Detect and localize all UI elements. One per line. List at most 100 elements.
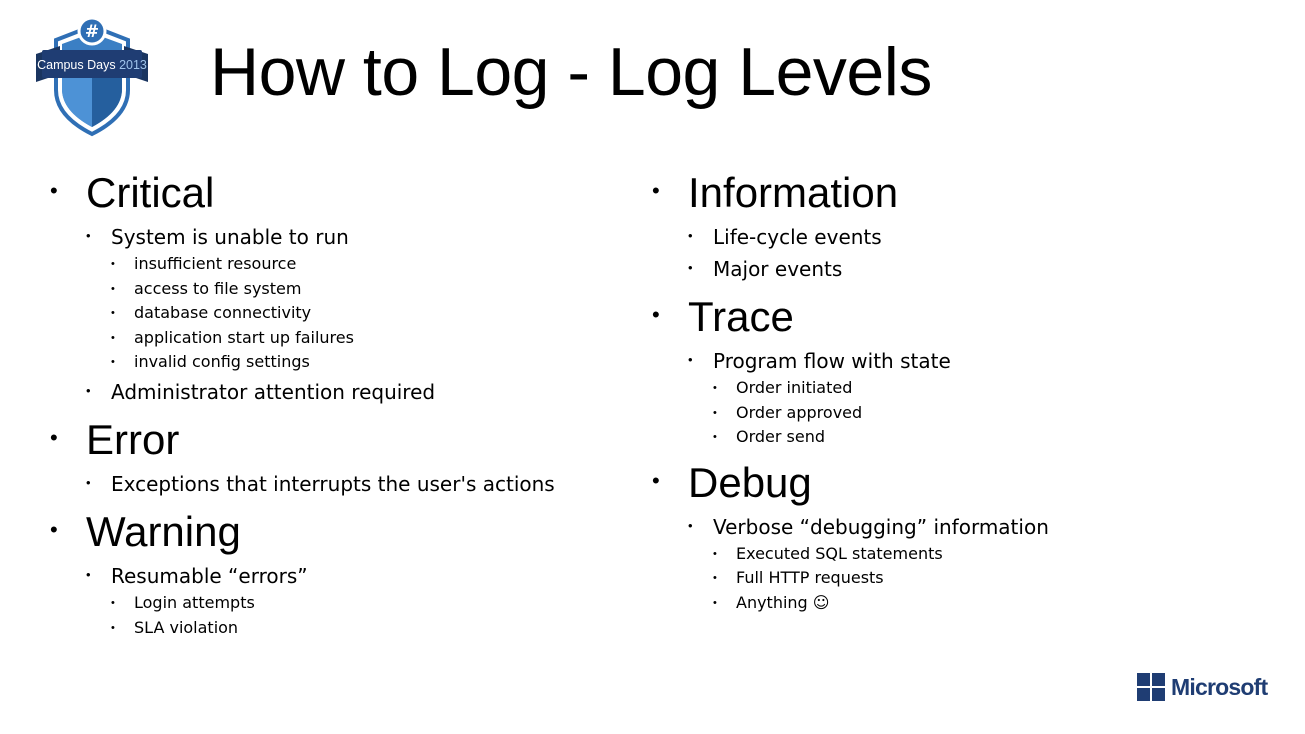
example-item: • application start up failures [111,326,630,351]
microsoft-wordmark: Microsoft [1171,673,1268,700]
bullet-marker: • [652,178,660,203]
level-heading: Debug [688,458,812,506]
level-heading: Warning [86,507,241,555]
microsoft-logo: Microsoft [1137,671,1268,703]
example-item-text: invalid config settings [134,352,310,372]
right-column: • Information • Life-cycle events • Major eve… [652,166,1252,618]
level-heading: Error [86,415,180,463]
example-item: • Full HTTP requests [713,566,1252,591]
detail-item-text: Major events [713,257,843,281]
example-item-text: Order initiated [736,378,853,397]
example-list: • Order initiated • Order approved • Order se… [713,376,1252,450]
level-item-critical: • Critical • System is unable to run • insuff… [50,166,630,407]
logo-event-name: Campus Days [37,58,116,72]
example-item: • Order approved [713,401,1252,426]
bullet-marker: • [86,382,91,398]
example-item: • Executed SQL statements [713,542,1252,567]
detail-item: • Life-cycle events [688,222,1252,252]
level-detail-list: • Life-cycle events • Major events [688,222,1252,284]
bullet-marker: • [688,517,693,533]
example-item-text: database connectivity [134,303,312,323]
example-item-text: Login attempts [134,592,255,612]
example-item-text: Anything ☺ [736,592,830,612]
bullet-marker: • [50,178,58,203]
example-item: • Order initiated [713,376,1252,401]
bullet-marker: • [688,260,693,275]
example-list: • Login attempts • SLA violation [111,591,630,640]
example-item-text: insufficient resource [134,254,297,273]
level-item-error: • Error • Exceptions that interrupts the us… [50,413,630,499]
bullet-marker: • [50,424,58,450]
example-item-text: Order approved [736,402,863,422]
detail-item-text: Administrator attention required [111,379,436,404]
bullet-marker: • [86,474,91,490]
bullet-marker: • [688,352,693,367]
bullet-marker: • [713,596,717,609]
bullet-marker: • [713,431,717,444]
campus-days-shield-icon: # Campus Days 2013 [36,16,148,137]
detail-item-text: Life-cycle events [713,225,882,249]
example-list: • insufficient resource • access to file sy… [111,252,630,375]
level-heading: Information [688,169,899,216]
detail-item: • Verbose “debugging” information • Execute… [688,512,1252,616]
example-item: • Anything ☺ [713,591,1252,616]
detail-item: • System is unable to run • insufficient re… [86,222,630,375]
detail-item-text: Program flow with state [713,349,951,373]
level-detail-list: • Exceptions that interrupts the user's a… [86,469,630,499]
detail-item: • Program flow with state • Order initiated… [688,346,1252,450]
example-item-text: access to file system [134,278,302,298]
level-heading: Critical [86,169,215,216]
bullet-marker: • [111,258,115,270]
campus-days-logo: # Campus Days 2013 [30,16,154,138]
bullet-marker: • [86,566,91,582]
bullet-marker: • [652,467,660,493]
detail-item: • Exceptions that interrupts the user's a… [86,469,630,499]
left-column: • Critical • System is unable to run • insuff… [50,166,630,642]
microsoft-windows-icon [1137,673,1165,701]
level-heading: Trace [688,293,794,340]
example-item: • invalid config settings [111,350,630,375]
detail-item: • Resumable “errors” • Login attempts • SLA v… [86,561,630,640]
detail-item-text: Resumable “errors” [111,563,308,588]
bullet-marker: • [111,596,115,609]
level-item-warning: • Warning • Resumable “errors” • Login attemp… [50,505,630,640]
bullet-marker: • [713,382,717,394]
example-list: • Executed SQL statements • Full HTTP reque… [713,542,1252,616]
example-item: • Order send [713,425,1252,450]
bullet-marker: • [713,572,717,585]
logo-hash-text: # [85,22,99,42]
bullet-marker: • [50,516,58,542]
level-detail-list: • System is unable to run • insufficient re… [86,222,630,407]
bullet-marker: • [111,282,115,295]
detail-item: • Major events [688,254,1252,284]
example-item-text: SLA violation [134,617,239,637]
level-item-trace: • Trace • Program flow with state • Order ini… [652,290,1252,450]
example-item-text: application start up failures [134,327,354,347]
detail-item-text: System is unable to run [111,225,349,249]
example-item: • Login attempts [111,591,630,616]
bullet-marker: • [688,228,693,243]
detail-item-text: Exceptions that interrupts the user's ac… [111,471,555,496]
bullet-marker: • [713,406,717,419]
level-detail-list: • Verbose “debugging” information • Execute… [688,512,1252,616]
example-item-text: Executed SQL statements [736,543,943,563]
level-item-information: • Information • Life-cycle events • Major eve… [652,166,1252,284]
example-item: • insufficient resource [111,252,630,277]
logo-event-year: 2013 [119,58,147,72]
bullet-marker: • [86,228,91,243]
bullet-marker: • [111,307,115,320]
example-item-text: Order send [736,427,826,447]
slide-title: How to Log - Log Levels [210,34,932,110]
bullet-marker: • [652,302,660,327]
bullet-marker: • [111,356,115,369]
bullet-marker: • [111,331,115,344]
level-item-debug: • Debug • Verbose “debugging” information • E… [652,456,1252,616]
example-item: • database connectivity [111,301,630,326]
bullet-marker: • [111,621,115,634]
example-item: • access to file system [111,277,630,302]
detail-item-text: Verbose “debugging” information [713,514,1049,539]
example-item-text: Full HTTP requests [736,568,884,588]
logo-event-text: Campus Days 2013 [37,58,147,72]
bullet-marker: • [713,547,717,560]
example-item: • SLA violation [111,616,630,641]
